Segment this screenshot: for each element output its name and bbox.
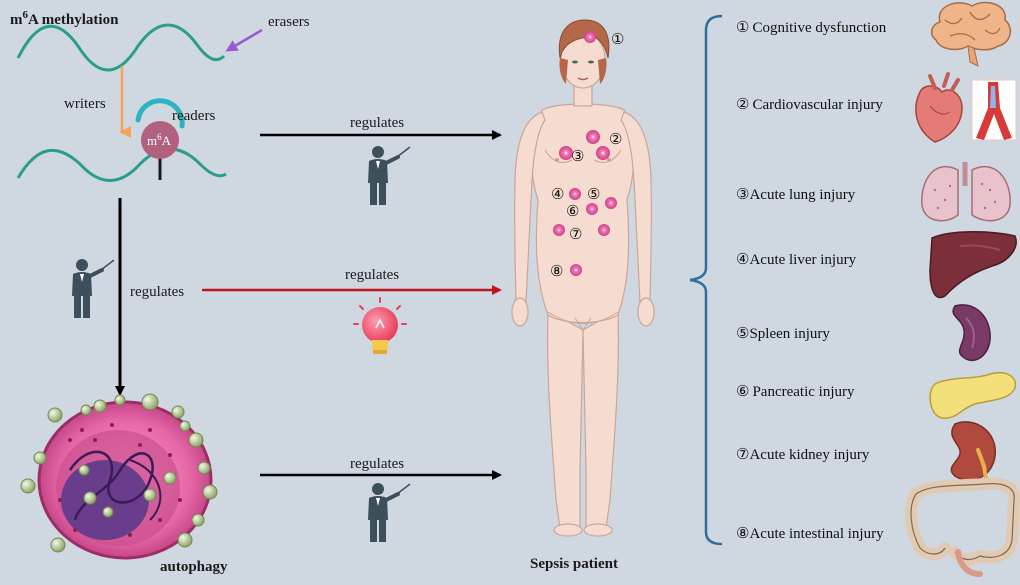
liver-icon	[929, 231, 1017, 299]
erasers-label: erasers	[268, 14, 310, 30]
injury-item-8: ⑧Acute intestinal injury	[736, 526, 884, 542]
rna-strand-bottom	[16, 147, 227, 182]
injury-item-3: ③Acute lung injury	[736, 187, 856, 203]
regulates-label-top: regulates	[350, 115, 404, 131]
marker-3: ③	[571, 149, 584, 165]
marker-1: ①	[611, 32, 624, 48]
marker-5: ⑤	[587, 187, 600, 203]
lightbulb-icon	[353, 297, 407, 354]
injury-item-5: ⑤Spleen injury	[736, 326, 830, 342]
presenter-icon	[70, 257, 116, 320]
injury-item-7: ⑦Acute kidney injury	[736, 447, 870, 463]
marker-7: ⑦	[569, 227, 582, 243]
regulates-label-bottom: regulates	[350, 456, 404, 472]
readers-arc	[135, 98, 185, 129]
readers-label: readers	[172, 108, 215, 124]
intestine-icon	[905, 477, 1020, 577]
marker-2: ②	[609, 132, 622, 148]
writers-label: writers	[64, 96, 106, 112]
injury-bracket	[689, 14, 723, 546]
organ-markers	[553, 31, 617, 276]
autophagy-cell-icon	[20, 393, 218, 560]
lungs-icon	[921, 162, 1011, 222]
spleen-icon	[952, 304, 991, 361]
human-figure	[511, 19, 655, 537]
autophagy-label: autophagy	[160, 559, 228, 575]
m6a-badge	[141, 121, 179, 159]
marker-4: ④	[551, 187, 564, 203]
heart-icon	[915, 72, 963, 143]
title-m6a-methylation: m6A methylation	[10, 9, 119, 28]
kidney-icon	[950, 421, 996, 482]
brain-icon	[930, 1, 1012, 67]
body-marker-numbers: ① ② ③ ④ ⑤ ⑥ ⑦ ⑧	[550, 32, 624, 280]
rna-strand-top	[16, 23, 226, 72]
artery-icon	[971, 79, 1017, 141]
presenter-icon	[366, 144, 412, 207]
presenter-icon	[366, 481, 412, 544]
marker-8: ⑧	[550, 264, 563, 280]
marker-6: ⑥	[566, 204, 579, 220]
regulates-label-red: regulates	[345, 267, 399, 283]
injury-item-4: ④Acute liver injury	[736, 252, 857, 268]
sepsis-patient-label: Sepsis patient	[530, 556, 618, 572]
regulates-label-vertical: regulates	[130, 284, 184, 300]
erasers-arrow	[225, 28, 263, 52]
m6a-badge-label: m6A	[147, 132, 172, 148]
pancreas-icon	[929, 372, 1017, 419]
